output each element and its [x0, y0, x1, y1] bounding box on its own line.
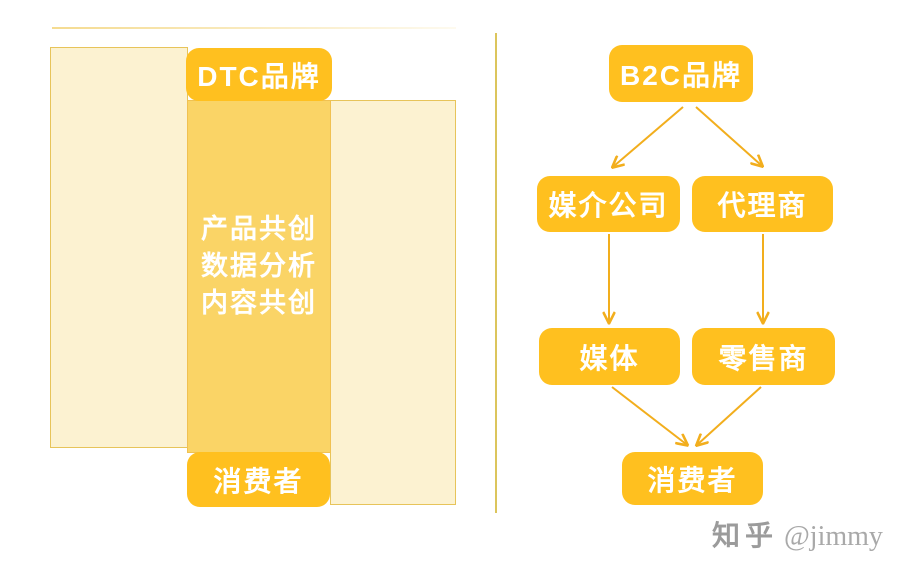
dtc-connection-column	[187, 100, 331, 453]
retailer-node: 零售商	[692, 328, 835, 385]
consumer-node-right: 消费者	[622, 452, 763, 505]
dtc-brand-node: DTC品牌	[186, 48, 332, 101]
vertical-divider-line	[495, 33, 497, 513]
b2c-brand-node: B2C品牌	[609, 45, 753, 102]
arrow-retailer-to-consumer	[698, 386, 762, 444]
watermark: 知乎@jimmy	[712, 514, 883, 554]
media-node: 媒体	[539, 328, 680, 385]
faint-top-edge-line	[52, 27, 456, 29]
left-background-panel	[50, 47, 188, 448]
arrow-b2c-to-media-company	[614, 106, 684, 166]
dtc-column-text: 产品共创 数据分析 内容共创	[187, 211, 331, 322]
agent-node: 代理商	[692, 176, 833, 232]
column-line-content-cocreation: 内容共创	[201, 288, 317, 318]
arrow-b2c-to-agent	[695, 106, 761, 165]
consumer-node-left: 消费者	[187, 452, 330, 507]
arrow-media-to-consumer	[611, 386, 686, 444]
watermark-brand: 知乎	[712, 520, 779, 551]
watermark-handle: @jimmy	[784, 521, 883, 552]
right-background-panel	[330, 100, 456, 505]
column-line-product-cocreation: 产品共创	[201, 214, 317, 244]
column-line-data-analysis: 数据分析	[201, 251, 317, 281]
media-company-node: 媒介公司	[537, 176, 680, 232]
